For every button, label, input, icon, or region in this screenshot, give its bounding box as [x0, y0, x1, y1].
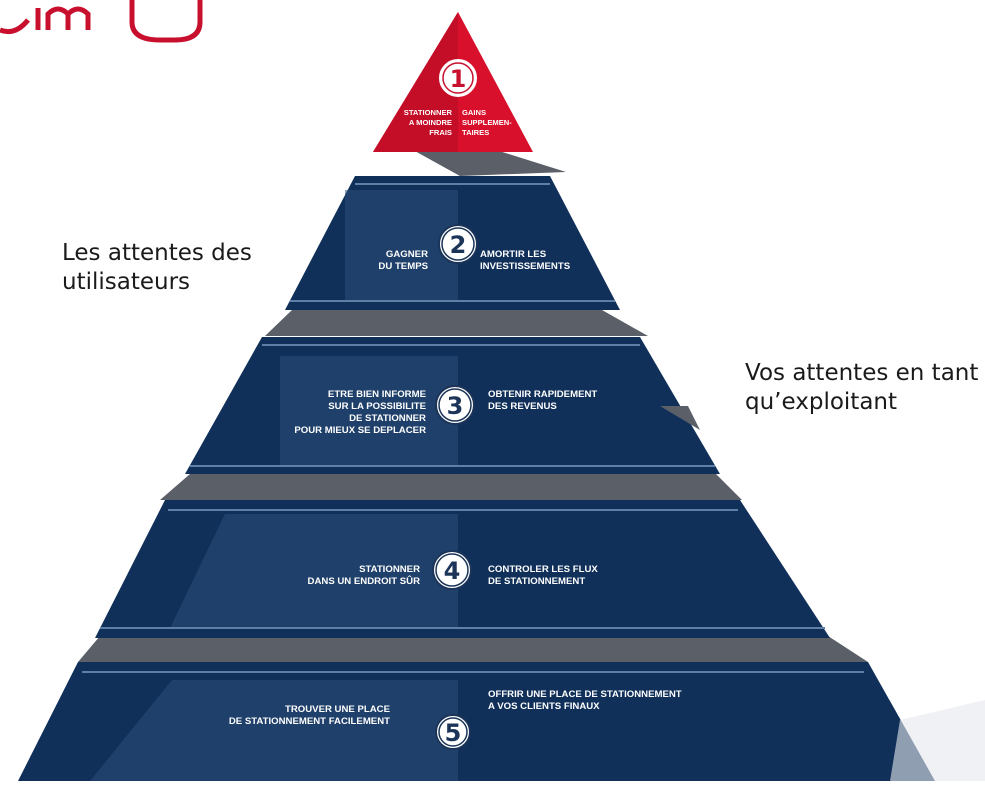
tier-4-left-line: STATIONNER: [359, 564, 420, 575]
tier-4-number: 4: [444, 557, 461, 585]
connector-2-3: [265, 310, 648, 336]
tier-3-number-ring: [438, 388, 472, 422]
tier-5-number-circle: [435, 714, 471, 750]
logo: [0, 0, 203, 43]
tier-5-left-line: DE STATIONNEMENT FACILEMENT: [229, 716, 390, 727]
tier-1-left-line: A MOINDRE: [409, 118, 452, 127]
tier-3-number: 3: [447, 392, 464, 420]
tier-5-left-line: TROUVER UNE PLACE: [285, 704, 391, 715]
tier-2-right-line: INVESTISSEMENTS: [480, 261, 571, 272]
background-building: [890, 700, 985, 781]
tier-1-right-line: SUPPLEMEN-: [462, 118, 512, 127]
connector-3-4: [160, 474, 742, 500]
tier-2-number-circle: [438, 224, 478, 264]
tier-4-number-circle: [432, 550, 472, 590]
tier-5: [18, 662, 935, 781]
tier-3-left-line: ETRE BIEN INFORME: [328, 389, 427, 400]
tier-1-number-ring: [442, 62, 474, 94]
tier-4-right-line: CONTROLER LES FLUX: [488, 564, 598, 575]
tier-2-right-line: AMORTIR LES: [480, 249, 547, 260]
tier-3-right-line: DES REVENUS: [488, 401, 557, 412]
tier-connectors: [78, 150, 868, 662]
tier-4-number-ring: [435, 553, 469, 587]
tier-5-number: 5: [445, 719, 462, 747]
tier-3-right-line: OBTENIR RAPIDEMENT: [488, 389, 597, 400]
tier-3-left-line: POUR MIEUX SE DEPLACER: [294, 425, 426, 436]
operator-expectations-label: Vos attentes en tant qu’exploitant: [745, 360, 979, 415]
tier-1-number-circle: [439, 59, 477, 97]
connector-4-5: [78, 636, 868, 662]
tier-2-left-line: GAGNER: [386, 249, 428, 260]
tier-3-number-circle: [435, 385, 475, 425]
tier-4-left-line: DANS UN ENDROIT SÛR: [308, 575, 421, 587]
tier-1-left-line: STATIONNER: [404, 108, 453, 117]
tier-1-left-line: FRAIS: [429, 128, 452, 137]
tier-2-left-line: DU TEMPS: [378, 261, 428, 272]
users-expectations-label: Les attentes des utilisateurs: [62, 240, 252, 295]
tier-5-right-line: A VOS CLIENTS FINAUX: [488, 701, 600, 712]
tier-3-left-line: DE STATIONNER: [349, 413, 426, 424]
connector-1-2: [413, 150, 566, 176]
tier-1-right-line: GAINS: [462, 108, 486, 117]
tier-1-number: 1: [450, 65, 467, 93]
tier-4-right-line: DE STATIONNEMENT: [488, 576, 585, 587]
tier-5-number-ring: [438, 717, 468, 747]
tier-2-number: 2: [450, 231, 467, 259]
tier-2-number-ring: [441, 227, 475, 261]
tier-5-right-line: OFFRIR UNE PLACE DE STATIONNEMENT: [488, 689, 682, 700]
tier-3-left-line: SUR LA POSSIBILITE: [328, 401, 426, 412]
tier-1-right-line: TAIRES: [462, 128, 489, 137]
